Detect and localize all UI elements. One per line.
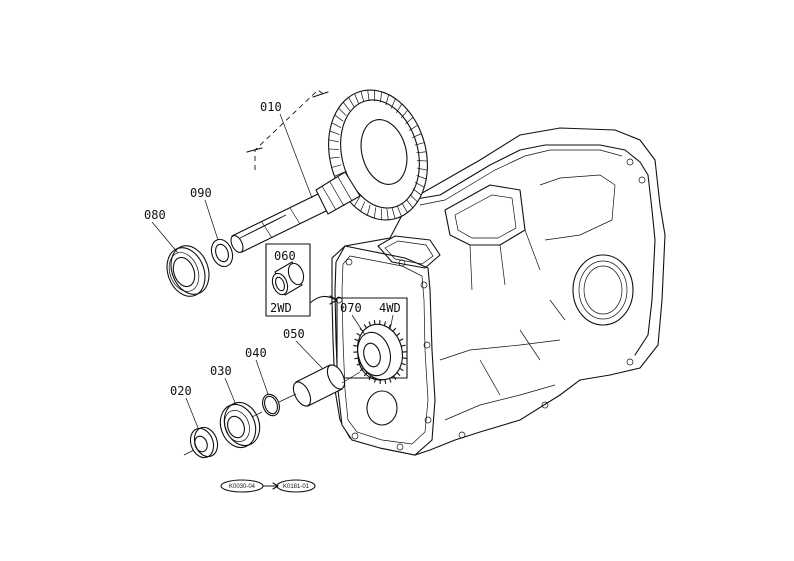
label-090: 090 <box>190 186 212 200</box>
gear-tooth <box>414 182 425 188</box>
part-040-snap-ring: 040 <box>245 346 297 417</box>
gear-tooth <box>392 327 396 333</box>
part-030-bearing: 030 <box>210 364 263 449</box>
label-020: 020 <box>170 384 192 398</box>
gear-tooth <box>401 357 407 359</box>
gear-tooth <box>405 199 414 209</box>
gear-tooth <box>383 321 386 327</box>
gear-tooth <box>363 324 368 329</box>
spline-line <box>259 214 287 229</box>
gear-tooth <box>405 116 414 125</box>
gear-tooth <box>379 91 383 103</box>
gear-tooth <box>388 377 392 383</box>
part-050-sleeve: 050 <box>283 327 361 407</box>
gear-tooth <box>417 167 428 171</box>
ref-to-text: K0181-01 <box>283 484 310 490</box>
gear-tooth <box>398 338 404 342</box>
gear-tooth <box>331 164 342 168</box>
label-080: 080 <box>144 208 166 222</box>
gear-tooth <box>342 101 351 111</box>
gear-tooth <box>400 109 409 119</box>
gear-tooth <box>354 338 360 342</box>
gear-tooth <box>329 156 340 159</box>
gear-tooth <box>373 207 377 219</box>
gear-tooth <box>416 151 427 154</box>
gear-tooth <box>356 332 361 337</box>
gear-070 <box>353 319 407 385</box>
gear-tooth <box>385 94 390 106</box>
gear-tooth <box>414 142 425 146</box>
gear-tooth <box>395 332 401 337</box>
gear-tooth <box>353 197 360 207</box>
gear-tooth <box>354 93 360 104</box>
gear-tooth <box>384 378 387 384</box>
part-070-4wd-gear: 070 4WD <box>336 297 408 385</box>
gear-tooth <box>416 175 427 180</box>
gear-tooth <box>360 201 366 212</box>
gear-tooth <box>368 375 372 381</box>
gear-tooth <box>373 320 376 326</box>
gear-tooth <box>399 367 404 372</box>
gear-tooth <box>354 357 360 360</box>
gear-tooth <box>348 97 355 107</box>
gear-tooth <box>412 133 422 139</box>
gear-tooth <box>364 371 368 377</box>
gear-tooth <box>391 208 396 219</box>
gear-tooth <box>401 203 408 213</box>
label-040: 040 <box>245 346 267 360</box>
gear-tooth <box>400 344 406 347</box>
gear-tooth <box>359 367 365 372</box>
shaft-splines <box>239 214 287 239</box>
gear-tooth <box>374 377 377 383</box>
ref-from-text: K0030-04 <box>229 484 256 490</box>
gear-tooth <box>328 139 339 143</box>
gear-tooth <box>356 362 362 366</box>
label-010: 010 <box>260 100 282 114</box>
box-2wd <box>265 243 311 317</box>
box-4wd <box>336 297 408 379</box>
part-080-bearing: 080 <box>144 208 210 297</box>
gear-tooth <box>409 124 418 131</box>
gear-tooth <box>400 362 406 366</box>
label-050: 050 <box>283 327 305 341</box>
gear-tooth <box>396 372 401 376</box>
part-060-2wd-collar: 060 2WD <box>265 243 338 317</box>
gear-tooth <box>392 375 397 380</box>
part-020-nut: 020 <box>170 384 219 459</box>
gear-tooth <box>396 103 403 113</box>
cross-reference: K0030-04 K0181-01 <box>220 479 316 493</box>
gear-tooth <box>329 130 340 135</box>
pinion-shaft <box>230 171 361 253</box>
gear-tooth <box>367 90 370 102</box>
gear-tooth <box>328 148 339 150</box>
gear-tooth <box>368 321 372 327</box>
gear-tooth <box>353 345 359 347</box>
gear-tooth <box>331 122 342 128</box>
gear-tooth <box>360 91 365 102</box>
label-060: 060 <box>274 249 296 263</box>
gear-tooth <box>338 107 347 116</box>
ref-tag-to <box>276 479 316 493</box>
gear-tooth <box>386 208 389 220</box>
label-2wd: 2WD <box>270 301 292 315</box>
label-070: 070 <box>340 301 362 315</box>
gear-tooth <box>396 206 402 217</box>
gear-tooth <box>388 323 392 329</box>
gear-tooth <box>417 160 428 162</box>
gear-tooth <box>390 98 396 109</box>
gear-tooth <box>366 204 371 216</box>
part-010-bevel-gear-set: 010 <box>230 89 428 253</box>
gear-tooth <box>412 188 422 196</box>
label-030: 030 <box>210 364 232 378</box>
gear-tooth <box>334 114 344 122</box>
label-4wd: 4WD <box>379 301 401 315</box>
part-090-washer: 090 <box>190 186 234 268</box>
gear-tooth <box>409 194 418 203</box>
gear-tooth <box>334 171 344 177</box>
